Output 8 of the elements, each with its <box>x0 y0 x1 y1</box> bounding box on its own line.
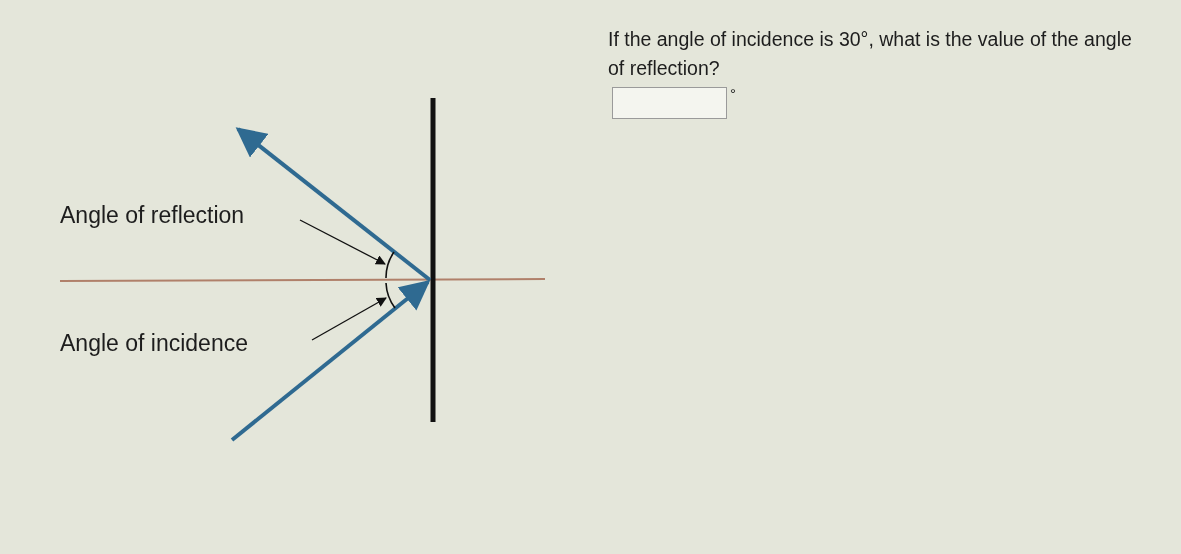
angle-arc <box>385 282 396 309</box>
ray-label: Angle of reflection <box>60 202 245 229</box>
angle-arc <box>385 251 395 279</box>
leader-line <box>311 297 387 341</box>
unit-label: ° <box>730 85 736 102</box>
question-text: If the angle of incidence is 30°, what is the value of the angle of reflection? <box>608 27 1133 81</box>
leader-line <box>299 219 386 265</box>
ray-label: Angle of incidence <box>60 330 248 357</box>
